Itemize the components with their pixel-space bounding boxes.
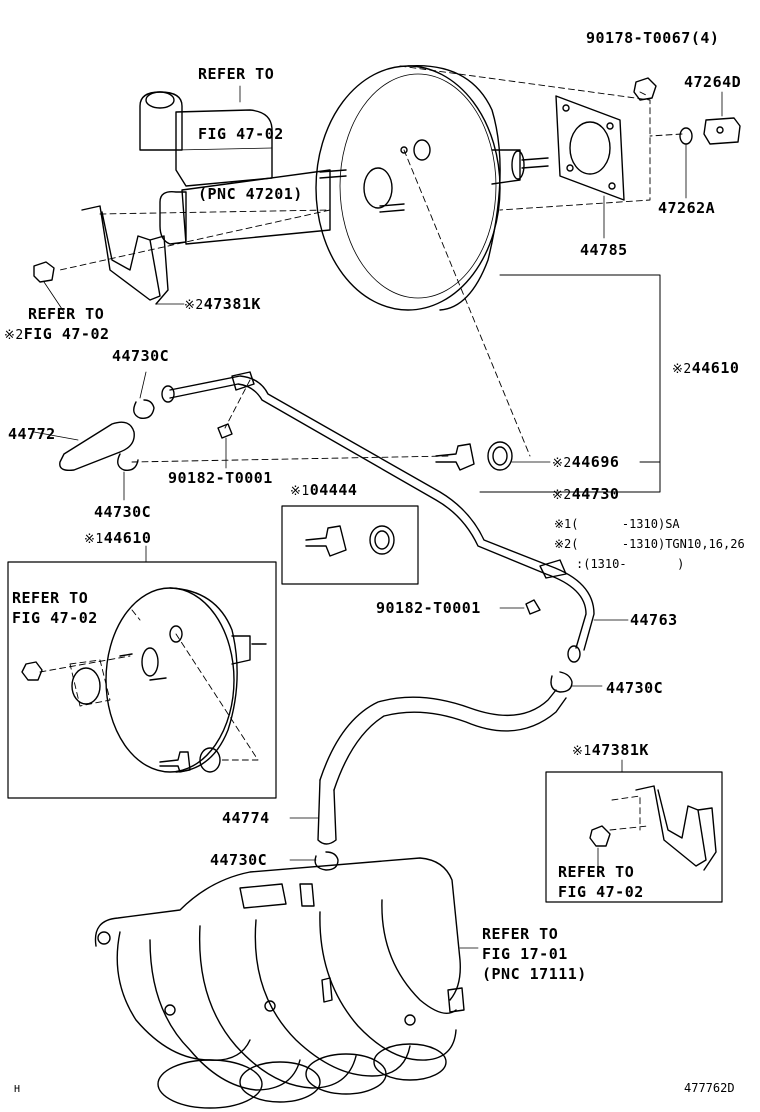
ref-master-cylinder: REFER TO FIG 47-02 (PNC 47201) (198, 24, 303, 224)
brake-booster (315, 65, 549, 311)
ref-line-2: FIG 47-02 (12, 609, 98, 627)
ref-line-1: REFER TO (28, 305, 105, 323)
part-47381k: 47381K (203, 295, 261, 313)
note-1-mark: ※1 (554, 517, 572, 531)
part-04444: 04444 (309, 481, 358, 499)
ref-line-2: FIG 47-02 (23, 325, 110, 343)
mark-2: ※2 (672, 362, 692, 377)
part-44610: 44610 (691, 359, 740, 377)
ref-line-1: REFER TO (558, 863, 635, 881)
part-90182-t0001-top: 90182-T0001 (168, 469, 273, 487)
note-1-text: ( -1310)SA (571, 517, 680, 531)
part-44763: 44763 (630, 611, 678, 629)
ref-line-3: (PNC 47201) (198, 185, 303, 203)
note-1: ※1( -1310)SA (554, 514, 680, 534)
part-44730c-low: 44730C (606, 679, 664, 697)
part-44610-inset: 44610 (103, 529, 152, 547)
part-44774: 44774 (222, 809, 270, 827)
mark-1: ※1 (290, 484, 310, 499)
ref-line-1: REFER TO (12, 589, 89, 607)
part-44730: 44730 (571, 485, 620, 503)
note-2: ※2( -1310)TGN10,16,26 (554, 534, 745, 554)
illustration-code: 477762D (684, 1081, 735, 1095)
part-47381k-inset: 47381K (591, 741, 649, 759)
master-cylinder (139, 85, 331, 245)
part-44730c-bottom: 44730C (210, 851, 268, 869)
note-2-text: ( -1310)TGN10,16,26 (571, 537, 745, 551)
part-47264d: 47264D (684, 73, 742, 91)
part-44785: 44785 (580, 241, 628, 259)
note-2-mark: ※2 (554, 537, 572, 551)
note-2-continued: :(1310- ) (576, 557, 685, 571)
ref-line-2: FIG 47-02 (558, 883, 644, 901)
vacuum-line (161, 371, 595, 663)
mark-1: ※1 (84, 532, 104, 547)
inset-booster (21, 587, 267, 773)
mark-2: ※2 (552, 488, 572, 503)
part-90182-t0001-mid: 90182-T0001 (376, 599, 481, 617)
mark-2: ※2 (4, 328, 24, 343)
part-44730c-mid: 44730C (94, 503, 152, 521)
part-44696: 44696 (571, 453, 620, 471)
mark-2: ※2 (552, 456, 572, 471)
ref-inset-booster: REFER TO FIG 47-02 (12, 588, 98, 628)
ref-bracket: REFER TO ※2FIG 47-02 (4, 304, 110, 346)
part-44730c-top: 44730C (112, 347, 170, 365)
ref-line-1: REFER TO (482, 925, 559, 943)
part-90178-t0067: 90178-T0067(4) (586, 29, 720, 47)
inset-bracket (589, 785, 717, 871)
ref-line-2: FIG 17-01 (482, 945, 568, 963)
ref-inset-bracket: REFER TO FIG 47-02 (558, 862, 644, 902)
part-47262a: 47262A (658, 199, 716, 217)
part-44772: 44772 (8, 425, 56, 443)
ref-line-3: (PNC 17111) (482, 965, 587, 983)
ref-line-1: REFER TO (198, 65, 275, 83)
bracket-47381k (33, 205, 185, 313)
mark-2: ※2 (184, 298, 204, 313)
gasket-44785 (555, 95, 625, 239)
ref-line-2: FIG 47-02 (198, 125, 284, 143)
ref-manifold: REFER TO FIG 17-01 (PNC 17111) (482, 924, 587, 984)
footer-mark: H (14, 1084, 21, 1095)
mark-1: ※1 (572, 744, 592, 759)
intake-manifold (94, 857, 479, 1109)
